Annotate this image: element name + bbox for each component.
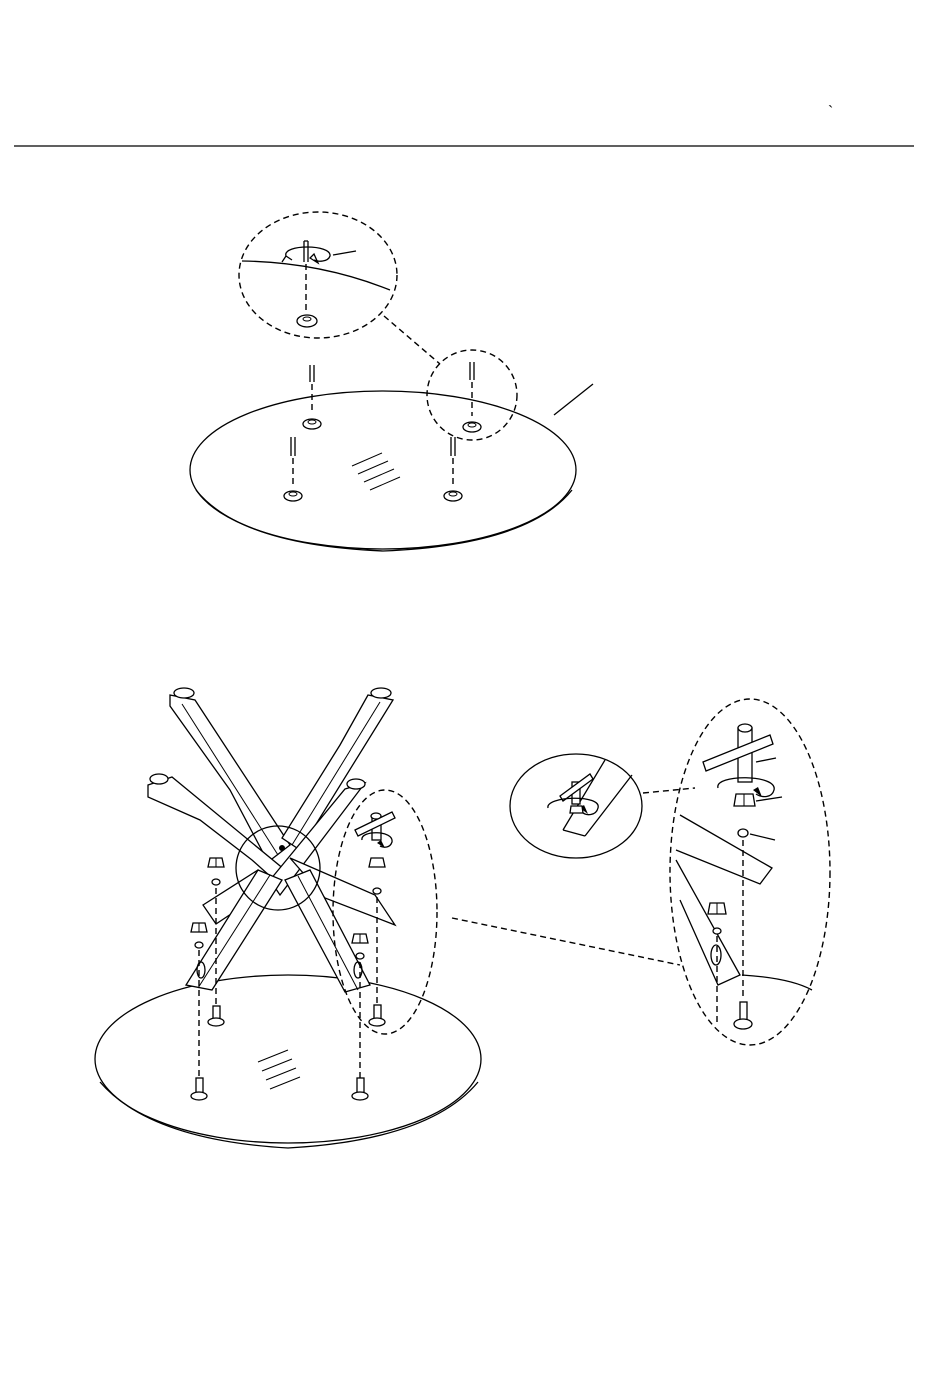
rotate-arrow-icon	[282, 247, 330, 263]
washer-icon	[195, 942, 203, 948]
screw-detail-zoom	[239, 212, 397, 338]
washer-icon	[738, 829, 748, 837]
screw-icon	[734, 1002, 752, 1029]
screw-icon	[463, 362, 481, 432]
center-joint-zoom	[510, 754, 695, 858]
washer-icon	[713, 928, 721, 934]
cross-base	[148, 688, 395, 992]
screw-icon	[284, 437, 302, 501]
zoom-connector	[384, 316, 440, 364]
screw-icon	[352, 1078, 368, 1100]
washer-icon	[212, 879, 220, 885]
hex-nut-icon	[352, 934, 368, 943]
bolt-stack-zoom	[670, 699, 830, 1045]
figure-glass-top-screws	[190, 212, 593, 551]
hex-nut-icon	[570, 806, 583, 813]
hex-nut-icon	[708, 903, 726, 914]
hex-nut-icon	[734, 794, 755, 806]
hex-nut-icon	[208, 858, 224, 867]
t-wrench-icon	[703, 724, 773, 782]
washer-icon	[356, 953, 364, 959]
screw-icon	[444, 437, 462, 501]
zoom-connector	[452, 918, 680, 965]
screw-icon	[191, 1078, 207, 1100]
glass-top-leader	[554, 384, 593, 415]
glass-top	[190, 391, 576, 551]
screw-icon	[369, 1005, 385, 1026]
glass-top	[95, 975, 481, 1148]
washer-icon	[373, 888, 381, 894]
screw-icon	[208, 1006, 224, 1026]
hex-nut-icon	[369, 858, 385, 867]
figure-cross-base-attach	[95, 688, 830, 1148]
hex-nut-icon	[191, 923, 207, 932]
